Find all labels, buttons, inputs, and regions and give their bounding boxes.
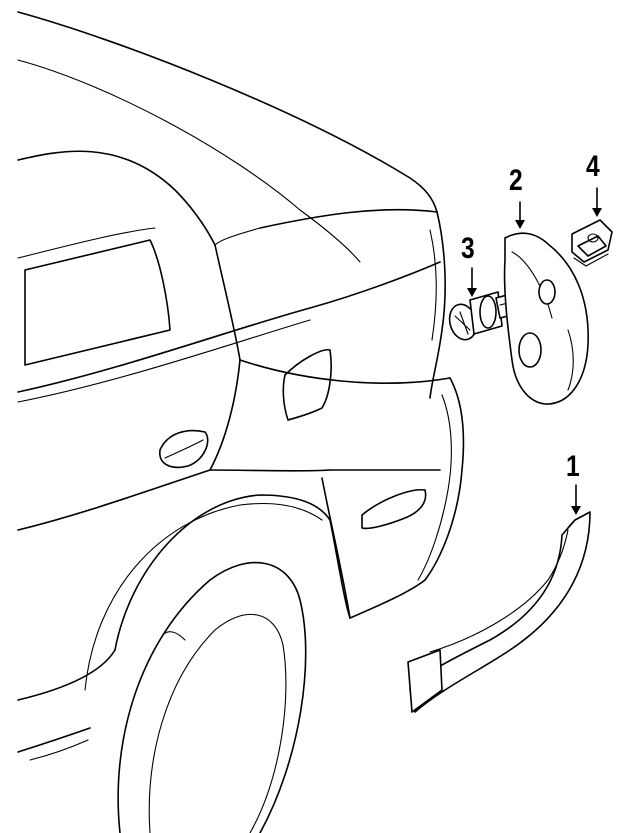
vehicle-body-outline — [17, 11, 465, 833]
callout-3: 3 — [461, 232, 475, 265]
callout-1: 1 — [566, 450, 580, 483]
part-2-splash-shield — [503, 201, 589, 405]
part-1-molding — [407, 484, 591, 713]
part-4-nut-clip — [571, 187, 613, 267]
callout-2: 2 — [509, 164, 523, 197]
callout-4: 4 — [586, 150, 600, 183]
